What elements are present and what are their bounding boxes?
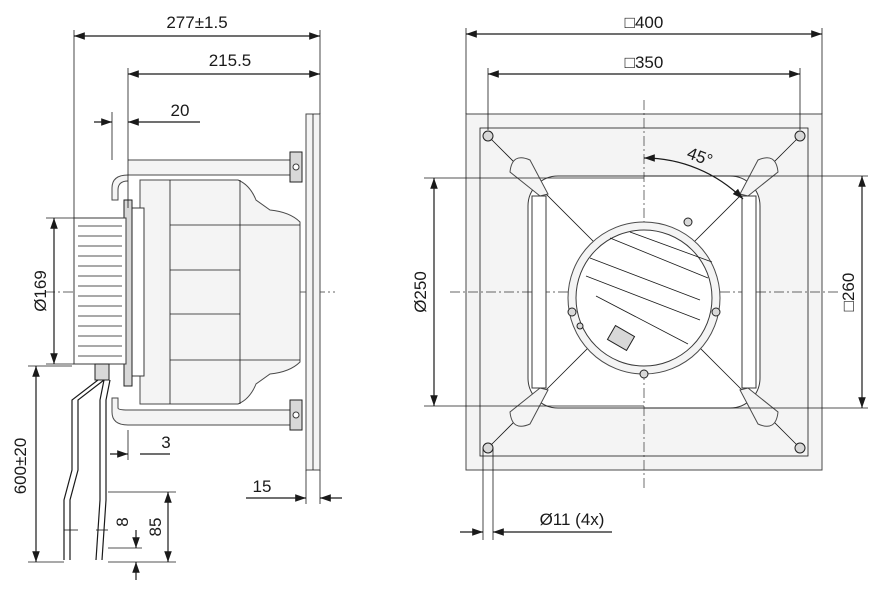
dim-lead-length: 85 bbox=[146, 518, 165, 537]
dim-inlet-diameter: Ø250 bbox=[411, 271, 430, 313]
side-view: 277±1.5 215.5 20 Ø169 600±20 3 15 bbox=[11, 13, 342, 580]
dim-plate-size: □400 bbox=[625, 13, 664, 32]
dim-hole-pitch: □350 bbox=[625, 53, 664, 72]
support-strut-bottom bbox=[111, 397, 301, 426]
motor-rotor-front bbox=[567, 217, 721, 379]
dim-plate-gap: 3 bbox=[161, 433, 170, 452]
dim-cable-length: 600±20 bbox=[11, 438, 30, 495]
dim-holes: Ø11 (4x) bbox=[540, 510, 605, 529]
dim-overall-length: 277±1.5 bbox=[166, 13, 227, 32]
dim-plate-thickness: 15 bbox=[253, 477, 272, 496]
impeller-wheel bbox=[139, 179, 301, 405]
dim-motor-offset: 20 bbox=[171, 101, 190, 120]
dim-motor-diameter: Ø169 bbox=[31, 270, 50, 312]
cooling-fins bbox=[78, 225, 122, 357]
cable-left bbox=[63, 379, 99, 560]
motor-housing bbox=[73, 217, 127, 365]
dim-strip-length: 8 bbox=[113, 517, 132, 526]
support-strut-top bbox=[111, 159, 301, 201]
cable-right bbox=[95, 379, 105, 561]
struts-front bbox=[509, 157, 779, 427]
front-view: □400 □350 45° Ø250 □260 Ø11 (4x) bbox=[411, 13, 868, 540]
dim-frame-size: □260 bbox=[839, 273, 858, 312]
dim-wheel-length: 215.5 bbox=[209, 51, 252, 70]
